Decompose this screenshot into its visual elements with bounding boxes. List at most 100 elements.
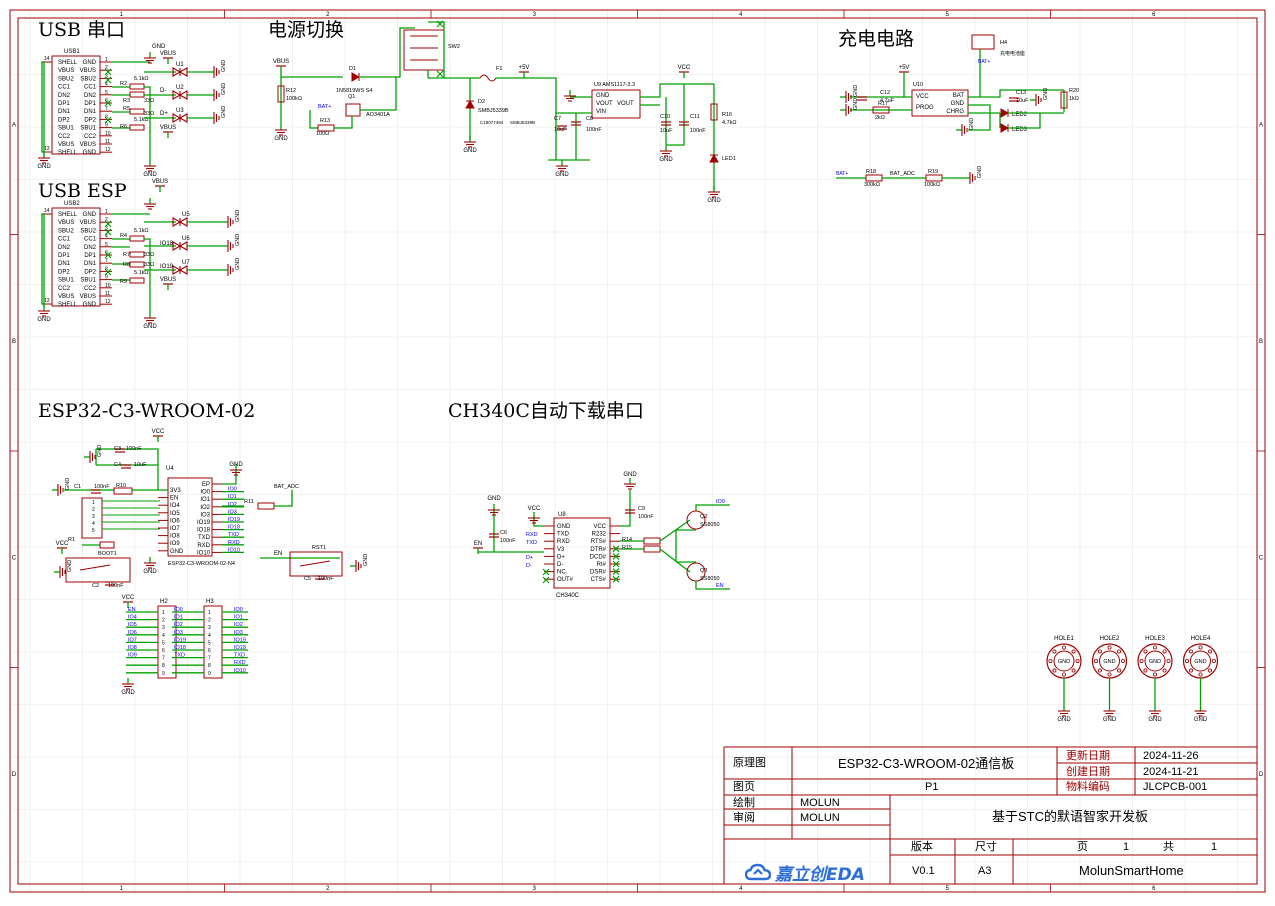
- hole-via: [1062, 672, 1067, 677]
- tb-review-label: 审阅: [733, 812, 755, 824]
- no-connect: [436, 70, 444, 78]
- no-connect: [612, 560, 620, 568]
- usb2-pin-label: VBUS: [58, 220, 74, 226]
- pwr-c7-ref: C7: [554, 116, 561, 122]
- usb2-pin-num: 12: [105, 299, 111, 305]
- esp-boot1: [65, 557, 131, 583]
- usb1-tvs-ref: U3: [176, 108, 184, 114]
- esp-u4-ref: U4: [166, 466, 174, 472]
- hole-via: [1097, 668, 1102, 673]
- esp-c5-val: 100nF: [318, 576, 334, 582]
- pwr-q1-val: AO3401A: [366, 112, 390, 118]
- esp-rst1-ref: RST1: [312, 545, 326, 551]
- gnd-label: GND: [143, 172, 157, 178]
- header-vcc: VCC: [122, 595, 135, 601]
- usb1-body: [51, 55, 101, 155]
- pwr-u9: [591, 89, 641, 119]
- nc-cross: [542, 568, 550, 576]
- tb-page-label: 图页: [733, 781, 755, 793]
- pwr-c10-val: 10uF: [660, 128, 673, 134]
- gnd-label: GND: [707, 198, 721, 204]
- pwr-gnd-4: [660, 150, 672, 157]
- header-net: IO19: [234, 637, 246, 643]
- pwr-c10: [661, 121, 671, 126]
- diode-shape: [351, 72, 361, 82]
- ch340-c9: [625, 509, 635, 514]
- grid-col-label: 6: [1152, 12, 1156, 18]
- header-net: IO0: [234, 607, 243, 613]
- chg-c13-val: 10uF: [1016, 98, 1029, 104]
- usb2-pin-label: DP2: [58, 269, 70, 275]
- esp-c4-val: 10uF: [134, 462, 147, 468]
- esp-gnd-2: [57, 484, 64, 496]
- hole-ref: HOLE4: [1191, 636, 1211, 642]
- usb1-pin-label: DN1: [84, 109, 97, 115]
- usb2-pin-num: 2: [105, 217, 108, 223]
- ch340-gnd-1-label: VCC: [528, 506, 541, 512]
- usb2-tvs-gnd: [227, 216, 234, 228]
- header-pin: 3: [208, 625, 211, 631]
- header-pin: 3: [162, 625, 165, 631]
- header-net: RXD: [234, 660, 246, 666]
- usb2-gnd-bottom: [144, 317, 156, 324]
- esp-net-label: RXD: [228, 540, 240, 546]
- pwr-gnd-2: [556, 165, 568, 172]
- chg-u10-pin: VCC: [916, 94, 929, 100]
- usb1-tvs-ref: U1: [176, 62, 184, 68]
- pwr-d2-ref: D2: [478, 99, 485, 105]
- header-pin: 5: [162, 640, 165, 646]
- header-pin: 4: [208, 633, 211, 639]
- ch340-w: [695, 504, 730, 511]
- diode-shape: [709, 153, 719, 163]
- no-connect: [104, 76, 112, 84]
- hole-via: [1071, 649, 1076, 654]
- chg-u10-pin: CHRG: [946, 109, 964, 115]
- chg-led2-ref: LED2: [1012, 112, 1028, 118]
- tb-page-no-label: 页: [1077, 841, 1088, 853]
- grid-row-label: C: [12, 555, 17, 561]
- esp-gnd-ep-label: GND: [229, 462, 243, 468]
- grid-col-label: 2: [326, 12, 330, 18]
- esp-pin-right: IO0: [200, 490, 210, 496]
- ch340-gnd-3: [624, 483, 636, 490]
- usb2-pin-label: SHELL: [58, 302, 78, 308]
- esp-h1-pin: 1: [92, 500, 95, 506]
- usb2-pin-num: 5: [105, 242, 108, 248]
- esp-pin-left: IO9: [170, 541, 180, 547]
- tb-schematic-value: ESP32-C3-WROOM-02通信板: [838, 756, 1015, 771]
- usb1-gnd-bus: [144, 86, 151, 160]
- esp-pin-left: IO6: [170, 518, 180, 524]
- esp-gnd-3: [59, 566, 66, 578]
- usb2-pin-label: VBUS: [80, 220, 96, 226]
- nc-cross: [612, 575, 620, 583]
- pwr-bat: BAT+: [318, 104, 332, 110]
- usb2-pin-num: 13: [44, 298, 50, 304]
- ch340-pin-right: CTS#: [591, 577, 607, 583]
- header-pin: 9: [162, 671, 165, 677]
- logo-text: 嘉立创EDA: [775, 864, 865, 885]
- tb-review-value: MOLUN: [800, 812, 840, 824]
- nc-cross: [104, 76, 112, 84]
- pwr-led1: [709, 153, 719, 163]
- gnd-label: GND: [659, 157, 673, 163]
- tb-page-value: P1: [925, 781, 939, 793]
- gnd-label: GND: [1103, 717, 1117, 723]
- grid-row-label: D: [1259, 772, 1264, 778]
- grid-row-label: B: [12, 339, 16, 345]
- ch340-pin-right: RI#: [597, 562, 607, 568]
- header-net: TXD: [174, 653, 185, 659]
- chg-c13-ref: C13: [1016, 90, 1026, 96]
- mounting-hole-inner: [1190, 650, 1211, 672]
- ch340-c6: [489, 533, 499, 538]
- pwr-c11-val: 100nF: [690, 128, 706, 134]
- usb2-pin-label: DN1: [58, 261, 71, 267]
- esp-pin-right: IO2: [200, 505, 210, 511]
- pwr-c11-ref: C11: [690, 114, 700, 120]
- chg-r20-ref: R20: [1069, 88, 1079, 94]
- grid-col-label: 2: [326, 886, 330, 892]
- usb2-pin-label: DP2: [84, 269, 96, 275]
- hole-label: GND: [1194, 659, 1206, 665]
- esp-pin-left: GND: [170, 549, 184, 555]
- usb2-pin-label: CC2: [84, 286, 97, 292]
